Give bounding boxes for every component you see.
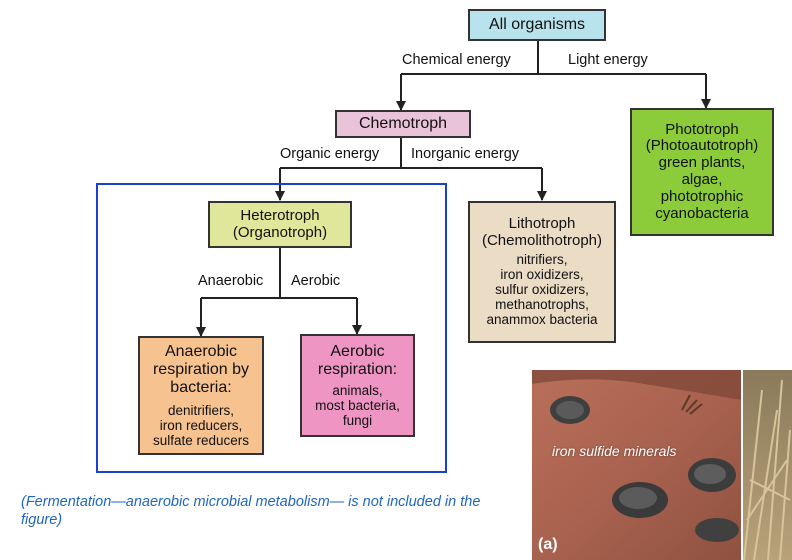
- edge-label-anaerobic: Anaerobic: [198, 273, 264, 289]
- panel-label: (a): [538, 536, 558, 553]
- node-anaerobic-title-line: Anaerobic: [164, 342, 238, 360]
- node-phototroph-title-line: (Photoautotroph): [645, 137, 759, 155]
- node-chemotroph-title: Chemotroph: [358, 115, 448, 133]
- node-aerobic-example: most bacteria,: [315, 397, 400, 413]
- iron-sulfide-photo: iron sulfide minerals (a): [532, 370, 792, 560]
- node-lithotroph-examples: nitrifiers, iron oxidizers, sulfur oxidi…: [486, 252, 597, 328]
- edge-label-chemical-energy: Chemical energy: [402, 52, 511, 68]
- node-anaerobic-respiration: Anaerobic respiration by bacteria: denit…: [138, 336, 264, 455]
- photo-label: iron sulfide minerals: [552, 442, 677, 460]
- node-lithotroph: Lithotroph (Chemolithotroph) nitrifiers,…: [468, 201, 616, 343]
- node-aerobic-respiration: Aerobic respiration: animals, most bacte…: [300, 334, 415, 437]
- node-heterotroph-title: Heterotroph (Organotroph): [232, 206, 328, 242]
- node-aerobic-example: fungi: [342, 412, 373, 428]
- node-aerobic-examples: animals, most bacteria, fungi: [315, 383, 400, 428]
- node-phototroph-title: Phototroph (Photoautotroph): [645, 120, 759, 156]
- highlight-frame: [96, 183, 447, 473]
- node-anaerobic-examples: denitrifiers, iron reducers, sulfate red…: [153, 403, 249, 448]
- node-anaerobic-title-line: bacteria:: [170, 378, 232, 396]
- photo-label-line: minerals: [623, 443, 677, 459]
- node-aerobic-example: animals,: [332, 382, 383, 398]
- edge-label-organic-energy: Organic energy: [280, 146, 380, 162]
- edge-label-light-energy: Light energy: [568, 52, 648, 68]
- edge-label-aerobic: Aerobic: [291, 273, 341, 289]
- node-heterotroph: Heterotroph (Organotroph): [208, 201, 352, 248]
- node-lithotroph-example: sulfur oxidizers,: [495, 282, 589, 298]
- fermentation-note: (Fermentation—anaerobic microbial metabo…: [21, 494, 481, 528]
- node-chemotroph: Chemotroph: [335, 110, 471, 138]
- node-heterotroph-title-line: (Organotroph): [232, 223, 328, 241]
- node-anaerobic-title: Anaerobic respiration by bacteria:: [153, 343, 249, 397]
- node-lithotroph-example: anammox bacteria: [486, 312, 598, 328]
- node-all-organisms: All organisms: [468, 9, 606, 41]
- node-anaerobic-example: sulfate reducers: [152, 432, 250, 448]
- node-phototroph: Phototroph (Photoautotroph) green plants…: [630, 108, 774, 236]
- node-phototroph-title-line: Phototroph: [665, 120, 739, 138]
- node-anaerobic-example: iron reducers,: [159, 417, 243, 433]
- node-phototroph-examples: green plants, algae, phototrophic cyanob…: [655, 154, 749, 222]
- node-heterotroph-title-line: Heterotroph: [240, 206, 320, 224]
- node-anaerobic-example: denitrifiers,: [167, 402, 235, 418]
- node-phototroph-example: algae,: [681, 171, 723, 188]
- node-phototroph-example: cyanobacteria: [655, 204, 749, 222]
- photo-illustration: [532, 370, 792, 560]
- node-aerobic-title-line: respiration:: [317, 360, 398, 378]
- node-phototroph-example: phototrophic: [660, 187, 744, 205]
- node-anaerobic-title-line: respiration by: [152, 360, 250, 378]
- edge-label-inorganic-energy: Inorganic energy: [411, 146, 520, 162]
- node-lithotroph-title-line: (Chemolithotroph): [481, 232, 603, 250]
- photo-label-line: iron sulfide: [552, 443, 620, 459]
- node-phototroph-example: green plants,: [658, 154, 746, 172]
- node-aerobic-title: Aerobic respiration:: [318, 343, 397, 379]
- node-lithotroph-example: methanotrophs,: [495, 297, 589, 313]
- node-aerobic-title-line: Aerobic: [330, 342, 385, 360]
- node-lithotroph-title: Lithotroph (Chemolithotroph): [482, 216, 602, 250]
- node-lithotroph-example: iron oxidizers,: [500, 267, 584, 283]
- node-lithotroph-example: nitrifiers,: [516, 252, 568, 268]
- node-lithotroph-title-line: Lithotroph: [508, 215, 576, 233]
- node-all-organisms-title: All organisms: [488, 16, 586, 34]
